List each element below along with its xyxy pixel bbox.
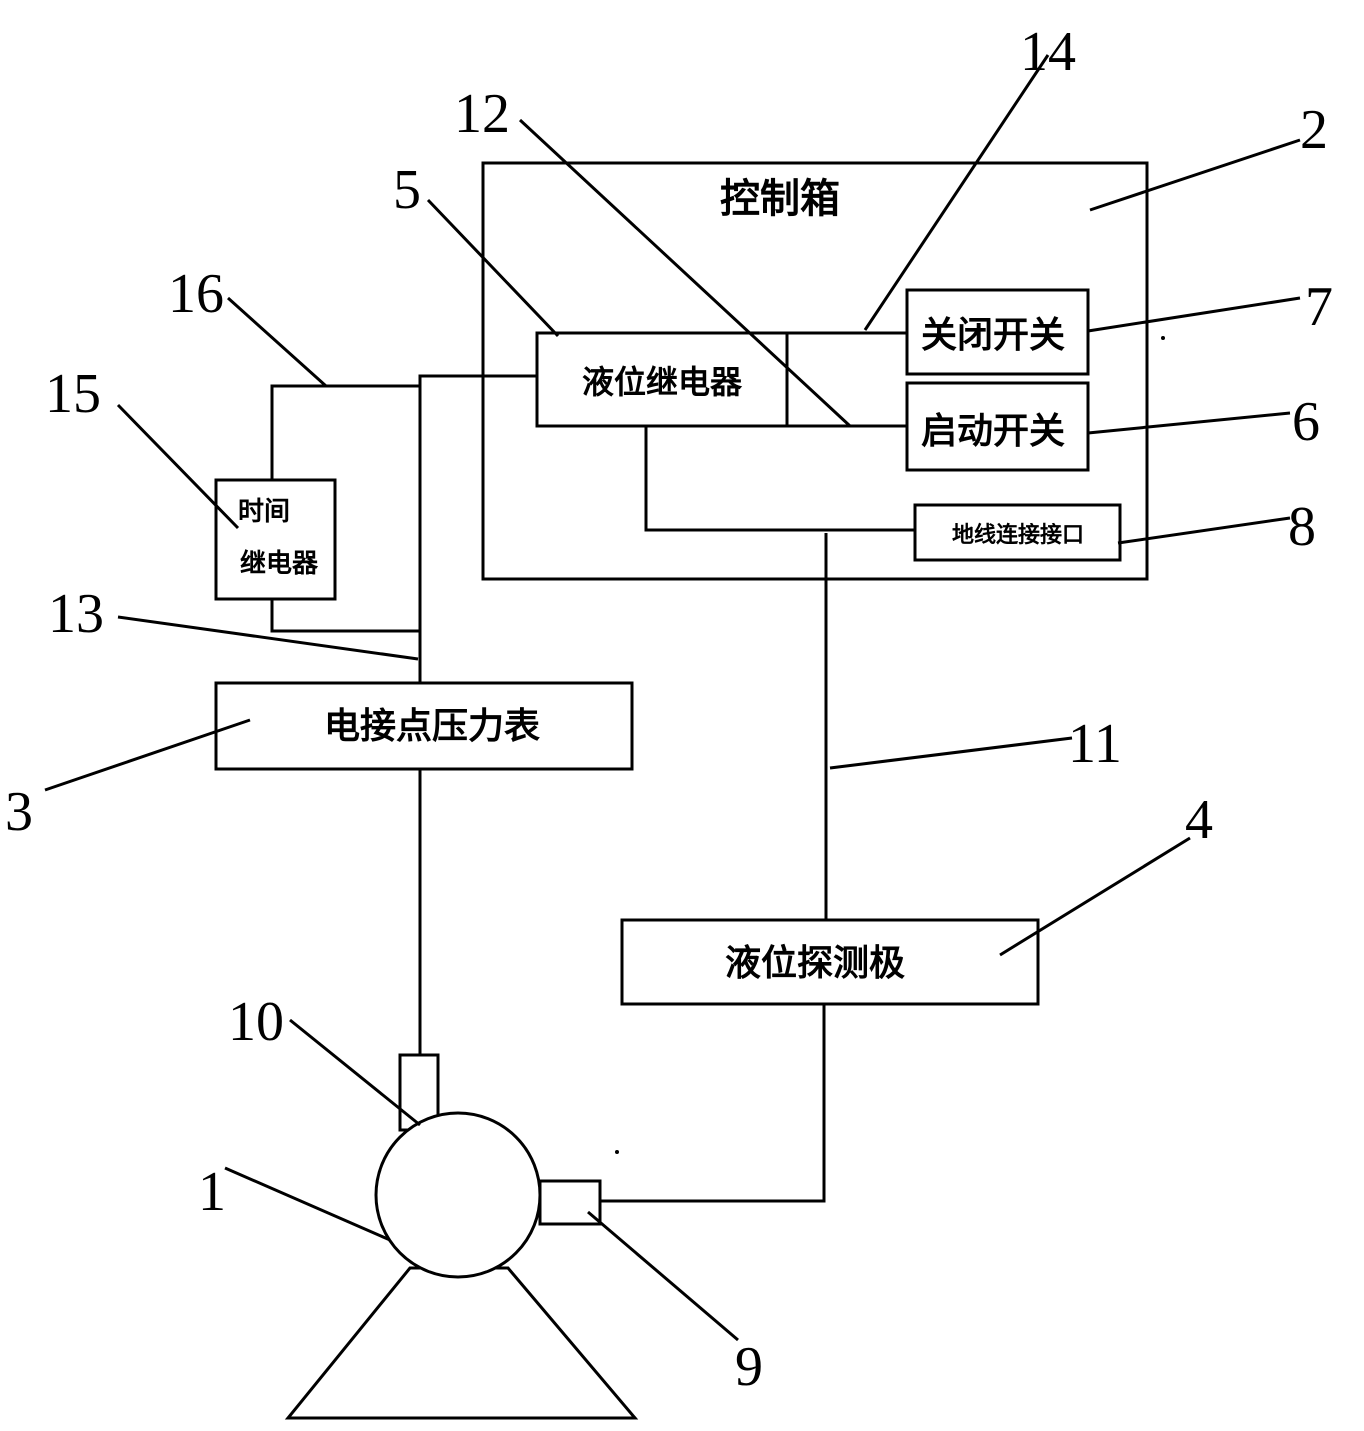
callout-4: 4 (1185, 789, 1213, 851)
level-probe-label: 液位探测极 (725, 943, 905, 984)
time-relay-label-line1: 时间 (238, 497, 290, 527)
pressure-gauge-label: 电接点压力表 (324, 706, 540, 747)
control-box-label: 控制箱 (720, 176, 840, 222)
callout-13: 13 (48, 583, 104, 645)
leader-5 (426, 198, 560, 338)
pump-body (374, 1111, 542, 1279)
callout-1: 1 (198, 1161, 226, 1223)
leader-16 (226, 296, 328, 388)
ground-port-box (913, 503, 1122, 562)
leader-10 (289, 1018, 421, 1127)
callout-5: 5 (393, 159, 421, 221)
time-relay-box (214, 478, 337, 601)
stray-dot-2 (1161, 336, 1165, 340)
wire-relay-to-gauge (418, 374, 537, 683)
leader-7 (1087, 296, 1301, 333)
start-switch-label: 启动开关 (921, 411, 1065, 452)
leader-6 (1087, 411, 1291, 435)
close-switch-label: 关闭开关 (921, 315, 1065, 356)
callout-2: 2 (1300, 99, 1328, 161)
callout-10: 10 (228, 991, 284, 1053)
leader-9 (587, 1210, 739, 1342)
wire-probe-to-outlet (600, 1004, 826, 1203)
leader-14 (863, 54, 1050, 331)
wire-relay-to-ground (644, 426, 915, 532)
start-switch-box (905, 381, 1090, 472)
ground-port-label: 地线连接接口 (952, 522, 1084, 548)
level-relay-label: 液位继电器 (582, 363, 743, 401)
level-relay-box (535, 331, 789, 428)
callout-11: 11 (1068, 713, 1122, 775)
leader-12 (518, 118, 852, 428)
time-relay-label-line2: 继电器 (240, 548, 319, 579)
level-probe-box (620, 918, 1040, 1006)
callout-12: 12 (454, 83, 510, 145)
pump-base (284, 1266, 639, 1420)
leader-15 (116, 403, 240, 530)
callout-6: 6 (1292, 391, 1320, 453)
wire-time-relay-bottom (270, 599, 420, 633)
wire-time-relay-top (270, 384, 420, 480)
leader-1 (224, 1166, 391, 1242)
callout-16: 16 (168, 263, 224, 325)
pump-outlet-pipe (538, 1179, 602, 1226)
callout-3: 3 (5, 781, 33, 843)
close-switch-box (905, 288, 1090, 376)
callout-9: 9 (735, 1336, 763, 1398)
callout-8: 8 (1288, 496, 1316, 558)
leader-8 (1117, 516, 1291, 545)
leader-2 (1089, 138, 1301, 212)
stray-dot (615, 1150, 619, 1154)
leader-13 (117, 615, 419, 661)
leader-11 (829, 736, 1073, 770)
pressure-gauge-box (214, 681, 634, 771)
leader-4 (999, 836, 1191, 957)
callout-7: 7 (1305, 276, 1333, 338)
leader-3 (44, 718, 251, 792)
callout-14: 14 (1020, 21, 1076, 83)
callout-15: 15 (45, 363, 101, 425)
